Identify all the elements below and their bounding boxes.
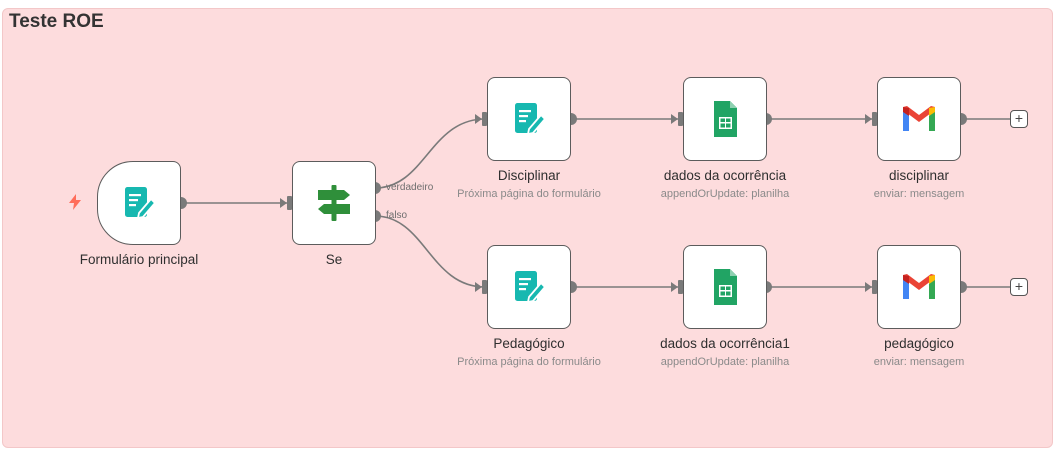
- connection-if-false: [374, 215, 486, 288]
- input-handle: [287, 196, 292, 210]
- node-gmail-disciplinar[interactable]: [877, 77, 961, 161]
- node-label: dados da ocorrência: [663, 168, 787, 183]
- node-formulario-principal[interactable]: [97, 161, 181, 245]
- arrowhead: [865, 282, 872, 292]
- arrowhead: [475, 282, 482, 292]
- input-handle: [872, 280, 877, 294]
- input-handle: [678, 280, 683, 294]
- branch-label-false: falso: [386, 210, 408, 221]
- input-handle: [872, 112, 877, 126]
- form-icon: [515, 271, 547, 304]
- add-node-button[interactable]: +: [1010, 278, 1028, 296]
- node-label: pedagógico: [884, 336, 954, 351]
- gmail-icon: [903, 106, 935, 131]
- form-icon: [125, 187, 157, 220]
- branch-label-true: verdadeiro: [386, 182, 434, 193]
- node-dados-da-ocorrencia1[interactable]: [683, 245, 767, 329]
- node-label: Disciplinar: [497, 168, 561, 183]
- arrowhead: [671, 114, 678, 124]
- arrowhead: [475, 114, 482, 124]
- node-subtitle: enviar: mensagem: [873, 188, 965, 200]
- node-subtitle: enviar: mensagem: [873, 356, 965, 368]
- node-se[interactable]: [292, 161, 376, 245]
- workflow-title: Teste ROE: [9, 11, 104, 32]
- google-sheets-icon: [714, 269, 737, 305]
- input-handle: [678, 112, 683, 126]
- arrowhead: [280, 198, 287, 208]
- node-label: disciplinar: [888, 168, 950, 183]
- gmail-icon: [903, 274, 935, 299]
- form-icon: [515, 103, 547, 136]
- node-label: Se: [325, 252, 343, 267]
- node-subtitle: Próxima página do formulário: [457, 188, 601, 200]
- node-subtitle: appendOrUpdate: planilha: [660, 356, 790, 368]
- input-handle: [482, 112, 487, 126]
- node-disciplinar[interactable]: [487, 77, 571, 161]
- add-node-button[interactable]: +: [1010, 110, 1028, 128]
- node-dados-da-ocorrencia[interactable]: [683, 77, 767, 161]
- node-pedagogico[interactable]: [487, 245, 571, 329]
- node-subtitle: appendOrUpdate: planilha: [660, 188, 790, 200]
- lightning-icon: [69, 194, 81, 210]
- node-subtitle: Próxima página do formulário: [457, 356, 601, 368]
- arrowhead: [865, 114, 872, 124]
- input-handle: [482, 280, 487, 294]
- node-label: Pedagógico: [493, 336, 565, 351]
- arrowhead: [671, 282, 678, 292]
- google-sheets-icon: [714, 101, 737, 137]
- node-label: Formulário principal: [79, 252, 199, 267]
- connection-if-true: [374, 118, 486, 189]
- node-label: dados da ocorrência1: [660, 336, 790, 351]
- signpost-icon: [318, 185, 350, 221]
- node-gmail-pedagogico[interactable]: [877, 245, 961, 329]
